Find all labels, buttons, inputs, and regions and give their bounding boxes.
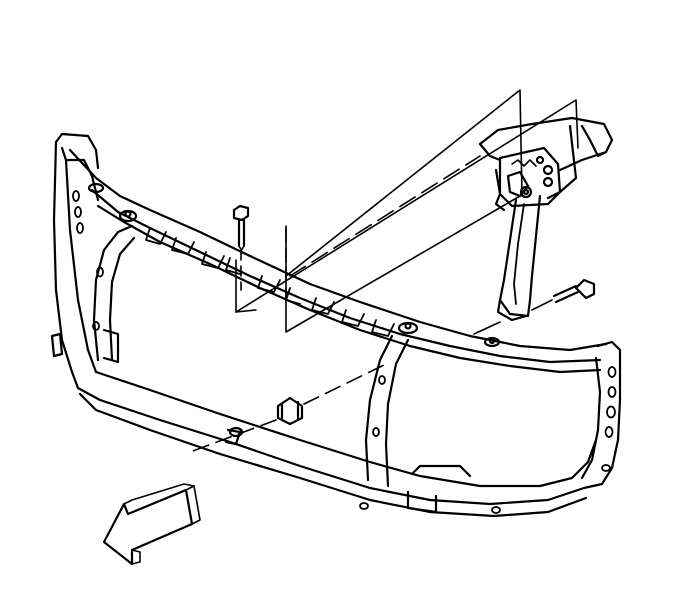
projection-plane-left [235, 259, 257, 313]
upper-plane-dash [289, 155, 481, 277]
front-arrow-shading [131, 485, 201, 565]
side-bolt-shank [552, 284, 580, 304]
left-post-outer [54, 132, 100, 170]
front-arrow-outline [102, 488, 194, 566]
lower-bar-bracket-left [224, 428, 242, 446]
upper-tie-bar-bottom-edge [96, 204, 602, 374]
retainer-collar [280, 400, 300, 422]
lower-bar-holes [359, 502, 501, 514]
front-arrow-top [123, 483, 195, 505]
latch-spring [511, 159, 537, 167]
left-post-outer-edge [52, 140, 74, 374]
center-strut-holes [372, 375, 386, 437]
right-post-outer [596, 340, 622, 486]
projection-plane-top [285, 89, 523, 277]
left-post-holes [72, 190, 104, 331]
projection-plane-right [285, 195, 521, 333]
left-side-tab [50, 332, 64, 358]
latch-body [498, 146, 562, 208]
push-in-retainer [276, 396, 304, 426]
right-post-holes [601, 366, 617, 472]
bracket-arm-left-edge [498, 198, 530, 318]
side-bolt-leader [531, 299, 553, 311]
upper-tie-bar-front-edge [90, 188, 602, 364]
lower-bar-bracket-right [410, 464, 472, 478]
lower-bar-bracket-center [406, 490, 438, 514]
bracket-foot [496, 298, 528, 322]
side-bolt-head [574, 278, 596, 300]
bracket-right-flange [580, 124, 608, 158]
upper-tie-bar-top-edge [68, 148, 608, 352]
left-opening-arch-outer [92, 224, 134, 362]
projection-plane-frame [235, 99, 579, 313]
retainer-leader-lower [189, 419, 277, 453]
left-opening-arch-inner [108, 236, 136, 362]
retainer-leader [303, 363, 387, 405]
bracket-arm-inner-rib [513, 203, 525, 305]
bracket-top-plate-lower [478, 142, 502, 162]
left-post-face [64, 158, 100, 202]
bracket-arm-right-edge [526, 194, 542, 318]
bracket-right-box [546, 124, 578, 200]
radiator-support-frame [50, 132, 622, 518]
bracket-leader [473, 321, 501, 335]
center-strut-right-edge [384, 338, 410, 488]
upper-mounting-bolt [232, 204, 250, 251]
front-arrow-icon [102, 483, 201, 566]
side-mounting-bolt [552, 278, 596, 304]
lower-tie-bar-bottom-edge [78, 392, 588, 518]
center-strut-left-edge [364, 334, 394, 482]
tie-bar-bosses [87, 182, 501, 348]
hood-latch-assembly [494, 146, 562, 212]
lower-tie-bar-top-edge [94, 370, 598, 488]
alignment-lines [189, 89, 579, 453]
retainer-head [276, 396, 304, 426]
hood-latch-support-bracket [478, 116, 614, 322]
left-post-inner-edge [60, 146, 98, 374]
upper-bolt-head [232, 204, 250, 222]
lower-tie-bar-front-edge [70, 370, 604, 506]
right-post-inner [580, 356, 602, 480]
upper-bolt-shank [237, 218, 246, 248]
latch-bolt-holes [519, 155, 554, 199]
bracket-top-plate [478, 116, 614, 172]
